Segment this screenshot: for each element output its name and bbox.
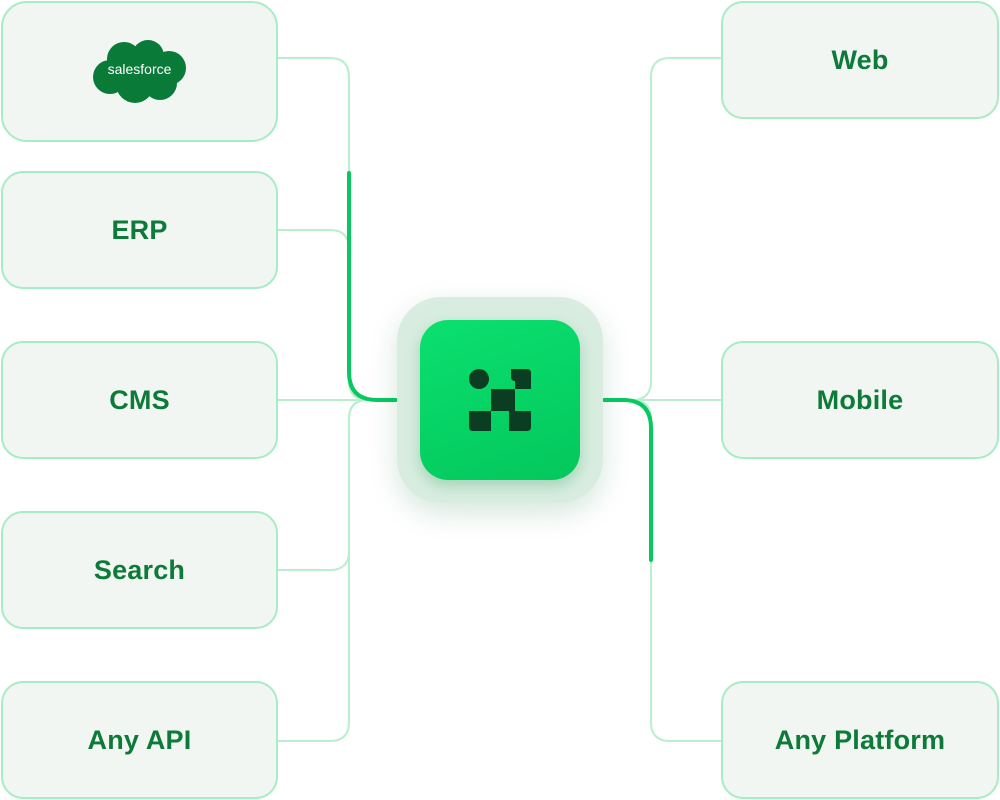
card-label: Any Platform	[774, 724, 946, 755]
card-label: Any API	[87, 724, 192, 755]
hub-tile[interactable]	[420, 320, 580, 480]
salesforce-cloud-icon	[92, 39, 186, 103]
source-card-search[interactable]: Search	[1, 511, 278, 629]
card-label: Search	[93, 554, 186, 585]
destination-card-mobile[interactable]: Mobile	[721, 341, 999, 459]
card-label: Web	[831, 44, 889, 75]
connector-web	[602, 57, 722, 401]
source-card-cms[interactable]: CMS	[1, 341, 278, 459]
connector-any-api	[277, 399, 369, 742]
card-label: CMS	[109, 384, 170, 415]
destination-card-any-platform[interactable]: Any Platform	[721, 681, 999, 799]
connector-any-platform	[631, 399, 722, 742]
card-label: ERP	[111, 214, 168, 245]
active-connector-any-platform	[601, 398, 653, 562]
destination-card-web[interactable]: Web	[721, 1, 999, 119]
platform-logo-icon	[469, 369, 531, 431]
active-connector-salesforce	[347, 171, 400, 402]
source-card-any-api[interactable]: Any API	[1, 681, 278, 799]
connector-search	[277, 399, 369, 571]
connector-erp	[277, 229, 369, 401]
salesforce-logo: salesforce	[92, 39, 188, 105]
hub[interactable]	[397, 297, 603, 503]
salesforce-logo-text: salesforce	[107, 60, 172, 77]
source-card-erp[interactable]: ERP	[1, 171, 278, 289]
source-card-salesforce[interactable]: salesforce	[1, 1, 278, 142]
card-label: Mobile	[816, 384, 904, 415]
